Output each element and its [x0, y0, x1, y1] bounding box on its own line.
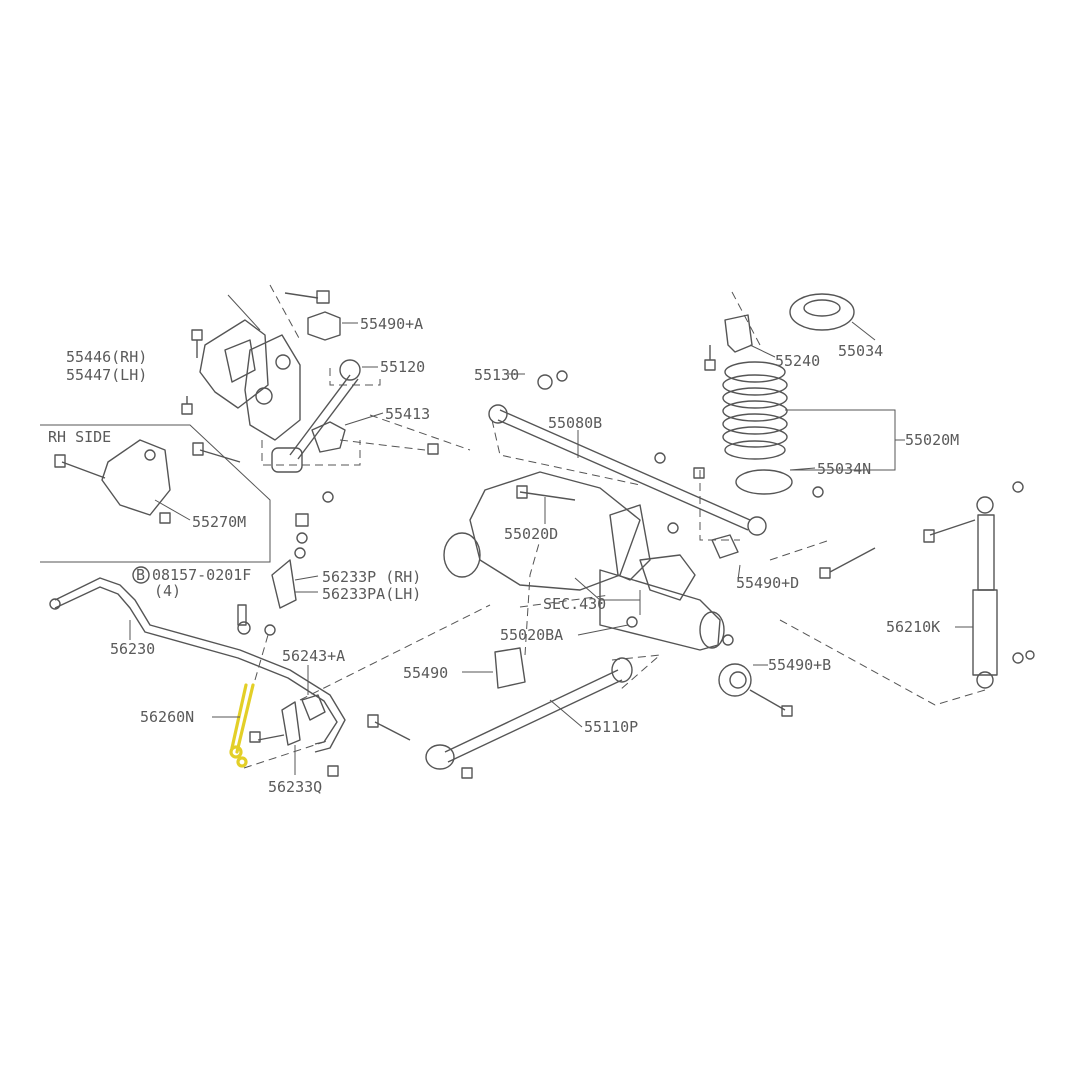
label-55413: 55413 — [385, 405, 430, 423]
label-bolt-circle: B — [136, 566, 145, 584]
label-55020ba: 55020BA — [500, 626, 563, 644]
labels: 55490+A 55446(RH) 55447(LH) 55120 55413 … — [48, 315, 959, 796]
label-55447: 55447(LH) — [66, 366, 147, 384]
label-56210k: 56210K — [886, 618, 940, 636]
lower-link-55110p — [367, 654, 662, 779]
reference-lines — [269, 284, 611, 701]
label-55270m: 55270M — [192, 513, 246, 531]
label-55020m: 55020M — [905, 431, 959, 449]
spring-seat-55034n — [735, 467, 816, 495]
label-55120: 55120 — [380, 358, 425, 376]
upper-link-55120 — [271, 359, 381, 473]
label-55240: 55240 — [775, 352, 820, 370]
bushing-55490d — [693, 467, 876, 581]
bump-stop-55240 — [704, 291, 776, 371]
label-sec430: SEC.430 — [543, 595, 606, 613]
label-56230: 56230 — [110, 640, 155, 658]
label-55446: 55446(RH) — [66, 348, 147, 366]
stabilizer-link-hardware — [237, 513, 319, 636]
label-56243a: 56243+A — [282, 647, 345, 665]
bushing-55490b — [718, 634, 793, 717]
upper-link-bracket — [199, 294, 301, 441]
label-bolt-qty: (4) — [154, 582, 181, 600]
label-55490b: 55490+B — [768, 656, 831, 674]
bushing-55490a — [284, 290, 358, 341]
bracket-bolts — [181, 329, 241, 463]
label-55110p: 55110P — [584, 718, 638, 736]
label-bolt-number: 08157-0201F — [152, 566, 251, 584]
label-56233p: 56233P (RH) — [322, 568, 421, 586]
bushing-55413 — [261, 412, 439, 503]
spring-insulator-55034 — [789, 293, 876, 341]
lateral-rod-55080b — [369, 370, 767, 536]
label-rh-side: RH SIDE — [48, 428, 111, 446]
label-55130: 55130 — [474, 366, 519, 384]
label-56233q: 56233Q — [268, 778, 322, 796]
label-55490: 55490 — [403, 664, 448, 682]
label-55490d: 55490+D — [736, 574, 799, 592]
stabilizer-bar-56230 — [49, 577, 346, 753]
label-56260n: 56260N — [140, 708, 194, 726]
rear-axle-housing — [443, 452, 725, 651]
shock-absorber-56210k — [779, 481, 1035, 706]
bolt-08157 — [132, 566, 150, 584]
label-56233pa: 56233PA(LH) — [322, 585, 421, 603]
coil-spring-55020m — [722, 361, 905, 471]
label-55020d: 55020D — [504, 525, 558, 543]
label-55034: 55034 — [838, 342, 883, 360]
rh-side-bracket-55270m — [54, 439, 191, 524]
stabilizer-link-56260n — [229, 634, 269, 768]
label-55490a: 55490+A — [360, 315, 423, 333]
bushing-56243a — [243, 665, 339, 777]
rh-side-inset-frame — [40, 424, 271, 563]
label-55034n: 55034N — [817, 460, 871, 478]
label-55080b: 55080B — [548, 414, 602, 432]
bushing-55490 — [462, 539, 541, 689]
